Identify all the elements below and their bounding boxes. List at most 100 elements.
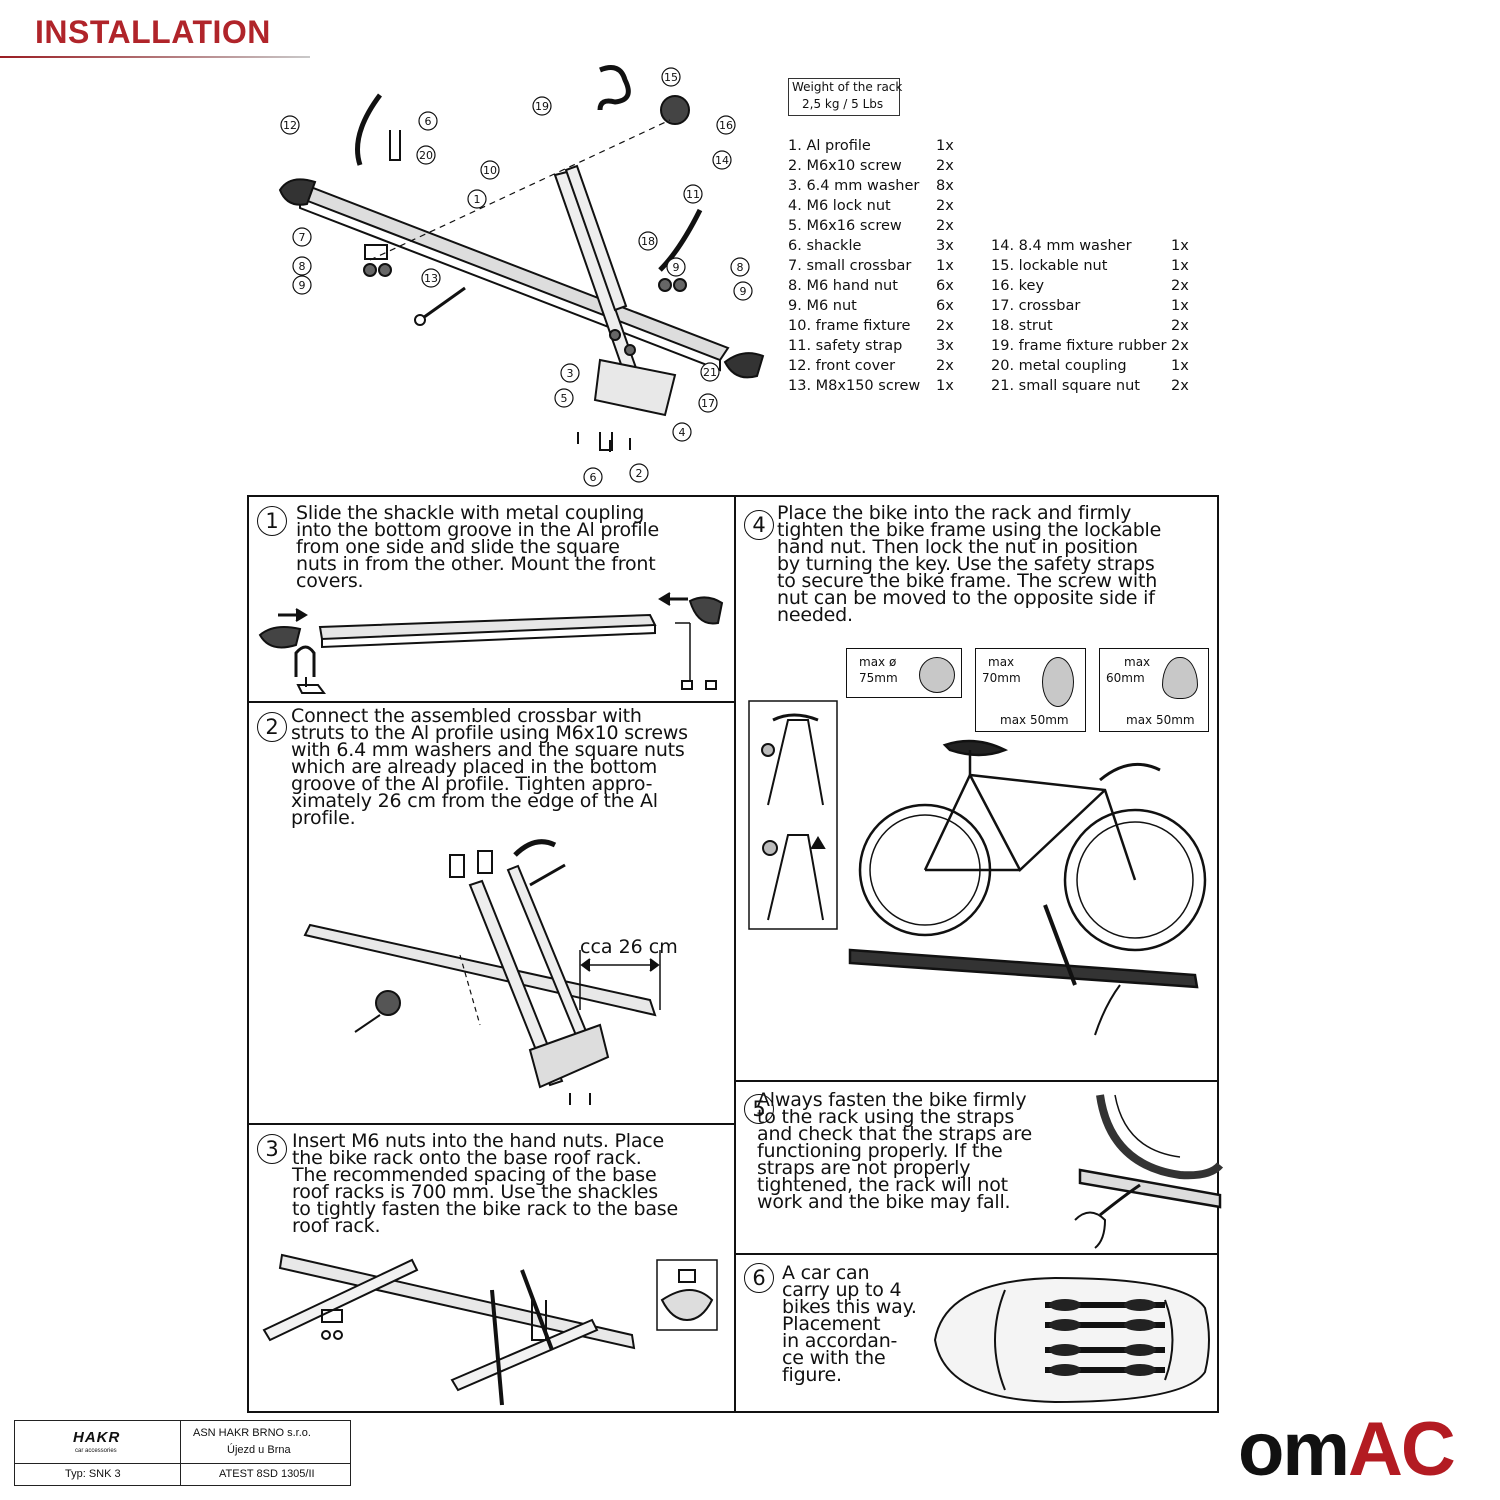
part-name: 10. frame fixture: [788, 318, 911, 334]
callout-6b: 6: [583, 467, 603, 487]
svg-text:1: 1: [474, 193, 481, 206]
panel-divider: [735, 1080, 1217, 1082]
part-name: 5. M6x16 screw: [788, 218, 902, 234]
part-quantity: 1x: [936, 138, 954, 154]
callout-8b: 8: [730, 257, 750, 277]
hakr-logo-subtitle: car accessories: [75, 1448, 117, 1454]
callout-9b: 9: [666, 257, 686, 277]
part-quantity: 3x: [936, 238, 954, 254]
svg-text:19: 19: [535, 100, 549, 113]
frame-size-3-max-value: 60mm: [1106, 671, 1145, 685]
parts-list-item: 17. crossbar 1x: [991, 296, 1201, 316]
callout-11: 11: [683, 184, 703, 204]
callout-20: 20: [416, 145, 436, 165]
part-name: 7. small crossbar: [788, 258, 912, 274]
frame-size-2-width-label: max 50mm: [1000, 713, 1069, 727]
part-name: 2. M6x10 screw: [788, 158, 902, 174]
part-name: 15. lockable nut: [991, 258, 1108, 274]
callout-16: 16: [716, 115, 736, 135]
part-name: 8. M6 hand nut: [788, 278, 898, 294]
step-4-number: 4: [744, 510, 774, 540]
parts-list-item: 9. M6 nut 6x: [788, 296, 978, 316]
part-quantity: 1x: [1171, 358, 1189, 374]
frame-size-1-max-label: max ø: [859, 655, 897, 669]
callout-12: 12: [280, 115, 300, 135]
step-5-text: Always fasten the bike firmly to the rac…: [757, 1089, 1033, 1213]
hakr-logo: HAKR: [73, 1429, 121, 1446]
svg-text:16: 16: [719, 119, 733, 132]
svg-text:18: 18: [641, 235, 655, 248]
step-3-text: Insert M6 nuts into the hand nuts. Place…: [292, 1130, 678, 1237]
part-quantity: 2x: [1171, 278, 1189, 294]
callout-7: 7: [292, 227, 312, 247]
weight-box: Weight of the rack 2,5 kg / 5 Lbs: [788, 78, 902, 116]
step-6-text: A car can carry up to 4 bikes this way. …: [782, 1262, 917, 1386]
callout-17: 17: [698, 393, 718, 413]
svg-text:9: 9: [673, 261, 680, 274]
svg-text:11: 11: [686, 188, 700, 201]
part-quantity: 1x: [1171, 258, 1189, 274]
step-1-text: Slide the shackle with metal coupling in…: [296, 502, 660, 592]
part-name: 13. M8x150 screw: [788, 378, 921, 394]
callout-4: 4: [672, 422, 692, 442]
svg-text:21: 21: [703, 366, 717, 379]
step-1-number: 1: [257, 506, 287, 536]
callout-13: 13: [421, 268, 441, 288]
callout-21: 21: [700, 362, 720, 382]
part-quantity: 1x: [1171, 298, 1189, 314]
part-name: 14. 8.4 mm washer: [991, 238, 1132, 254]
panel-divider: [249, 701, 735, 703]
svg-text:2: 2: [636, 467, 643, 480]
part-name: 19. frame fixture rubber: [991, 338, 1167, 354]
svg-text:12: 12: [283, 119, 297, 132]
callout-3: 3: [560, 363, 580, 383]
frame-size-box-1: max ø 75mm: [846, 648, 962, 698]
step-6-number: 6: [744, 1263, 774, 1293]
callout-1: 1: [467, 189, 487, 209]
svg-text:3: 3: [567, 367, 574, 380]
part-quantity: 6x: [936, 298, 954, 314]
omac-logo: omAC: [1238, 1406, 1456, 1493]
part-name: 11. safety strap: [788, 338, 903, 354]
part-name: 17. crossbar: [991, 298, 1081, 314]
svg-text:7: 7: [299, 231, 306, 244]
parts-list-item: 2. M6x10 screw 2x: [788, 156, 978, 176]
product-type: Typ: SNK 3: [65, 1468, 121, 1480]
parts-list-left: 1. Al profile 1x 2. M6x10 screw 2x 3. 6.4 mm…: [788, 136, 978, 396]
part-quantity: 2x: [936, 158, 954, 174]
step-4-text: Place the bike into the rack and firmly …: [777, 502, 1162, 626]
part-quantity: 1x: [1171, 238, 1189, 254]
callout-5: 5: [554, 388, 574, 408]
bike-on-rack-illustration: [848, 739, 1207, 1036]
part-name: 9. M6 nut: [788, 298, 857, 314]
part-name: 1. Al profile: [788, 138, 871, 154]
callout-19: 19: [532, 96, 552, 116]
svg-text:4: 4: [679, 426, 686, 439]
svg-text:13: 13: [424, 272, 438, 285]
step-1-illustration: [258, 592, 724, 694]
measure-label: cca 26 cm: [580, 936, 678, 958]
svg-text:20: 20: [419, 149, 433, 162]
frame-size-3-max-label: max: [1124, 655, 1151, 669]
step-2-illustration: cca 26 cm: [303, 839, 678, 1105]
panel-divider-vertical: [734, 497, 736, 1411]
page-title: INSTALLATION: [35, 14, 271, 50]
parts-list-item: 14. 8.4 mm washer 1x: [991, 236, 1201, 256]
step-3-illustration: [262, 1253, 718, 1406]
omac-logo-accent-part: AC: [1348, 1407, 1456, 1492]
parts-list-right: 14. 8.4 mm washer 1x 15. lockable nut 1x 16.…: [991, 236, 1201, 396]
certification: ATEST 8SD 1305/II: [219, 1468, 315, 1480]
frame-size-2-max-label: max: [988, 655, 1015, 669]
callout-10: 10: [480, 160, 500, 180]
panel-divider: [249, 1123, 735, 1125]
table-divider: [15, 1463, 350, 1464]
